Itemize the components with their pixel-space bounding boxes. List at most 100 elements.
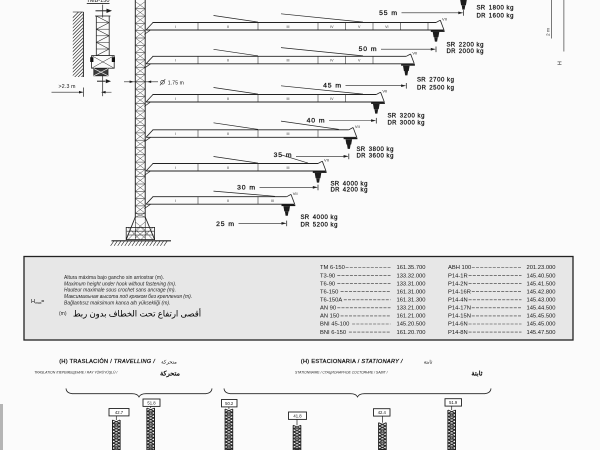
svg-text:3800 kg: 3800 kg xyxy=(369,147,394,153)
svg-text:VII: VII xyxy=(442,17,447,22)
svg-text:145.47.500: 145.47.500 xyxy=(526,330,555,336)
svg-text:II: II xyxy=(227,166,229,170)
svg-text:Maximum height under hook with: Maximum height under hook without fasten… xyxy=(64,281,176,287)
svg-text:50.2: 50.2 xyxy=(225,401,234,406)
svg-text:P14-15N: P14-15N xyxy=(448,314,471,320)
svg-text:I: I xyxy=(175,25,176,29)
svg-text:II: II xyxy=(227,25,229,29)
svg-text:P14-2N: P14-2N xyxy=(448,281,468,287)
svg-text:TRASLATION /ПЕРЕМЕЩЕНИЕ / RAY: TRASLATION /ПЕРЕМЕЩЕНИЕ / RAY YÖRÜYÜŞLÜ … xyxy=(34,371,118,375)
svg-text:45 m: 45 m xyxy=(323,83,342,90)
svg-text:T6-150: T6-150 xyxy=(320,289,338,295)
svg-text:BNI 45-100: BNI 45-100 xyxy=(320,322,349,328)
svg-text:VII: VII xyxy=(412,51,417,56)
svg-text:P14-1R: P14-1R xyxy=(448,273,468,279)
svg-text:145.41.500: 145.41.500 xyxy=(526,281,555,287)
svg-text:P14-16R: P14-16R xyxy=(448,289,471,295)
svg-text:SR: SR xyxy=(301,215,310,221)
svg-text:H: H xyxy=(31,299,35,305)
svg-text:2500 kg: 2500 kg xyxy=(429,85,454,91)
svg-text:1800 kg: 1800 kg xyxy=(489,6,514,12)
svg-text:T6-90: T6-90 xyxy=(320,281,335,287)
svg-text:II: II xyxy=(227,59,229,63)
svg-text:(H) ESTACIONARIA / STATIONARY: (H) ESTACIONARIA / STATIONARY / xyxy=(301,359,404,365)
svg-text:4000 kg: 4000 kg xyxy=(343,182,368,188)
svg-text:SR: SR xyxy=(357,147,366,153)
svg-text:II: II xyxy=(227,97,229,101)
svg-text:DR: DR xyxy=(331,188,341,194)
svg-text:ثابتة: ثابتة xyxy=(471,369,482,377)
svg-text:145.42.800: 145.42.800 xyxy=(526,289,555,295)
svg-text:IV: IV xyxy=(330,97,334,101)
svg-text:أقصى ارتفاع تحت الخطاف بدون رب: أقصى ارتفاع تحت الخطاف بدون ربط xyxy=(73,307,201,318)
svg-text:متحركة: متحركة xyxy=(161,359,177,365)
svg-text:H: H xyxy=(558,61,564,65)
svg-text:TMB-150: TMB-150 xyxy=(86,0,109,4)
svg-text:2 m: 2 m xyxy=(546,28,552,36)
svg-text:BNI 6-150: BNI 6-150 xyxy=(320,330,346,336)
svg-text:161.31.000: 161.31.000 xyxy=(396,289,425,295)
svg-text:III: III xyxy=(287,25,290,29)
svg-text:DR: DR xyxy=(477,13,487,19)
svg-text:40 m: 40 m xyxy=(307,117,326,124)
svg-text:133.21.000: 133.21.000 xyxy=(396,306,425,312)
svg-text:DR: DR xyxy=(388,121,398,127)
svg-text:VII: VII xyxy=(293,191,298,196)
svg-text:SR: SR xyxy=(477,6,486,12)
svg-text:>2.3 m: >2.3 m xyxy=(59,84,76,90)
svg-text:145.43.000: 145.43.000 xyxy=(526,298,555,304)
svg-text:III: III xyxy=(271,199,274,203)
svg-text:51.8: 51.8 xyxy=(147,401,156,406)
svg-text:II: II xyxy=(227,199,229,203)
svg-text:III: III xyxy=(287,132,290,136)
svg-text:DR: DR xyxy=(357,154,367,160)
svg-text:STATIONNAIRE / СТАЦИОНАРНОЕ СО: STATIONNAIRE / СТАЦИОНАРНОЕ СОСТОЯНИЕ / … xyxy=(295,371,389,375)
svg-text:3600 kg: 3600 kg xyxy=(369,154,394,160)
svg-text:DR: DR xyxy=(447,49,457,55)
svg-text:2700 kg: 2700 kg xyxy=(429,78,454,84)
svg-text:4000 kg: 4000 kg xyxy=(313,215,338,221)
svg-text:145.40.500: 145.40.500 xyxy=(526,273,555,279)
svg-text:3200 kg: 3200 kg xyxy=(400,114,425,120)
svg-text:201.23.000: 201.23.000 xyxy=(526,265,555,271)
svg-text:145.44.500: 145.44.500 xyxy=(526,306,555,312)
svg-text:I: I xyxy=(175,166,176,170)
svg-text:Altura máxima bajo gancho sin: Altura máxima bajo gancho sin arriostrar… xyxy=(64,275,164,281)
svg-text:VII: VII xyxy=(382,89,387,94)
svg-text:T3-90: T3-90 xyxy=(320,273,335,279)
svg-text:SR: SR xyxy=(331,182,340,188)
svg-text:(m): (m) xyxy=(59,311,67,317)
svg-text:ABH 100: ABH 100 xyxy=(448,265,471,271)
svg-text:II: II xyxy=(227,132,229,136)
svg-text:V: V xyxy=(358,25,361,29)
svg-text:161.20.700: 161.20.700 xyxy=(396,330,425,336)
svg-text:I: I xyxy=(175,199,176,203)
svg-text:SR: SR xyxy=(447,43,456,49)
svg-text:III: III xyxy=(287,97,290,101)
svg-text:2200 kg: 2200 kg xyxy=(459,43,484,49)
svg-text:133.31.000: 133.31.000 xyxy=(396,281,425,287)
svg-text:1600 kg: 1600 kg xyxy=(489,13,514,19)
svg-text:III: III xyxy=(287,59,290,63)
svg-text:51.9: 51.9 xyxy=(449,400,458,405)
svg-text:متحركة: متحركة xyxy=(160,369,181,377)
svg-text:VII: VII xyxy=(324,158,329,163)
svg-text:ثابتة: ثابتة xyxy=(424,359,433,365)
svg-text:133.32.000: 133.32.000 xyxy=(396,273,425,279)
svg-text:=: = xyxy=(41,299,44,305)
svg-text:VII: VII xyxy=(355,124,360,129)
svg-text:AN 150: AN 150 xyxy=(320,314,339,320)
svg-text:I: I xyxy=(175,132,176,136)
svg-text:161.31.300: 161.31.300 xyxy=(396,298,425,304)
svg-text:I: I xyxy=(175,59,176,63)
svg-text:V: V xyxy=(358,59,361,63)
svg-text:50 m: 50 m xyxy=(359,46,378,53)
svg-text:Hauteur maximale sous crochet: Hauteur maximale sous crochet sans ancra… xyxy=(64,288,176,294)
svg-text:IV: IV xyxy=(330,25,334,29)
svg-text:SR: SR xyxy=(417,78,426,84)
svg-text:161.35.700: 161.35.700 xyxy=(396,265,425,271)
svg-text:IV: IV xyxy=(330,59,334,63)
svg-text:SR: SR xyxy=(388,114,397,120)
svg-text:AN 90: AN 90 xyxy=(320,306,336,312)
svg-text:DR: DR xyxy=(417,85,427,91)
